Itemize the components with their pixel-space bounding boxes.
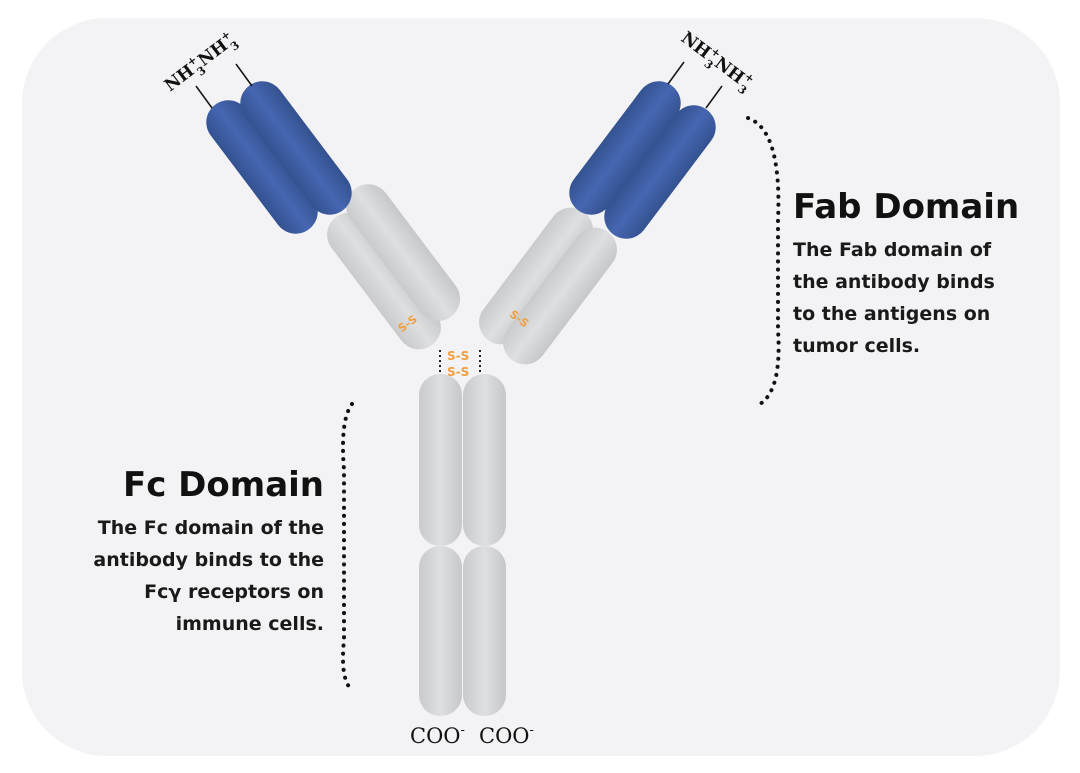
fc-desc-line-2: antibody binds to the [93,549,324,571]
left-light-chain-constant [327,212,441,350]
fc-desc-line-4: immune cells. [176,613,324,635]
right-light-chain-variable [604,105,716,239]
fc-ch3-right [463,546,506,716]
right-heavy-chain-constant [479,207,593,345]
fc-title: Fc Domain [123,465,324,505]
fc-stem [419,374,506,716]
fab-annotation: Fab Domain The Fab domain of the antibod… [793,187,1019,357]
hinge-region: S-S S-S [439,349,481,379]
c-charge-left: - [461,723,465,738]
fab-title: Fab Domain [793,187,1019,227]
fab-desc-line-1: The Fab domain of [793,239,992,261]
background-panel [22,18,1060,756]
fc-ch3-left [419,546,462,716]
fc-ch2-right [463,374,506,546]
right-light-chain-constant [503,227,617,365]
left-fab-arm: S-S [206,81,461,350]
left-heavy-chain-variable [240,81,352,215]
svg-text:COO-: COO- [479,723,534,748]
c-charge-right: - [530,723,534,738]
fc-desc-line-1: The Fc domain of the [98,517,324,539]
c-terminus-label-right: COO [479,724,530,748]
c-termini: COO- COO- [410,723,534,748]
hinge-disulfide-bottom: S-S [447,365,469,379]
c-terminus-label-left: COO [410,724,461,748]
fc-bracket [341,402,354,692]
fc-annotation: Fc Domain The Fc domain of the antibody … [93,465,324,635]
fab-bracket [746,116,781,406]
hinge-disulfide-top: S-S [447,349,469,363]
right-fab-arm: S-S [479,81,716,365]
svg-text:COO-: COO- [410,723,465,748]
left-heavy-chain-constant [346,184,461,321]
left-light-chain-variable [206,100,318,234]
right-heavy-chain-variable [569,81,681,215]
fab-desc-line-2: the antibody binds [793,271,995,293]
fc-ch2-left [419,374,462,546]
fc-desc-line-3: Fcγ receptors on [144,581,324,603]
fab-desc-line-4: tumor cells. [793,335,920,357]
fab-desc-line-3: to the antigens on [793,303,990,325]
